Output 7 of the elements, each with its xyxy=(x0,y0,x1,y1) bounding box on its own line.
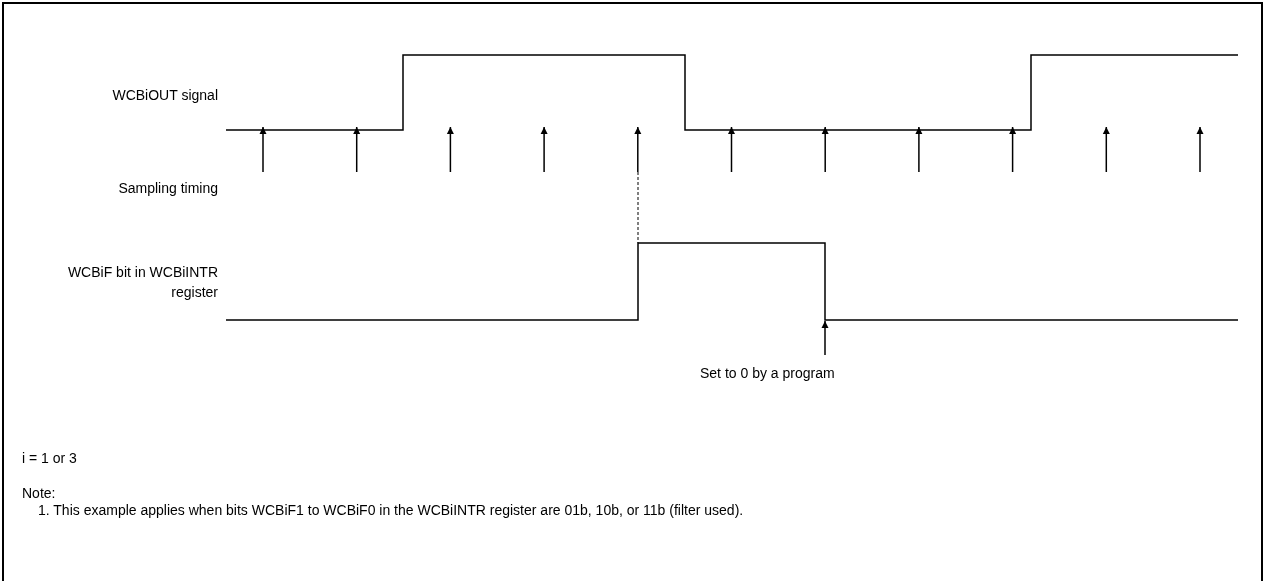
variable-note: i = 1 or 3 xyxy=(22,449,78,468)
annotation-text: Set to 0 by a program xyxy=(700,364,835,383)
note-text: 1. This example applies when bits WCBiF1 to WCBiF0 in the WCBiINTR register are 01b, 10b, or 11b (filter used). xyxy=(38,501,745,520)
signal-name: WCBiF bit in WCBiINTR register xyxy=(66,263,218,302)
signal-name: Sampling timing xyxy=(117,179,218,198)
note-heading: Note: xyxy=(22,484,57,503)
signal-name: WCBiOUT signal xyxy=(111,86,218,105)
